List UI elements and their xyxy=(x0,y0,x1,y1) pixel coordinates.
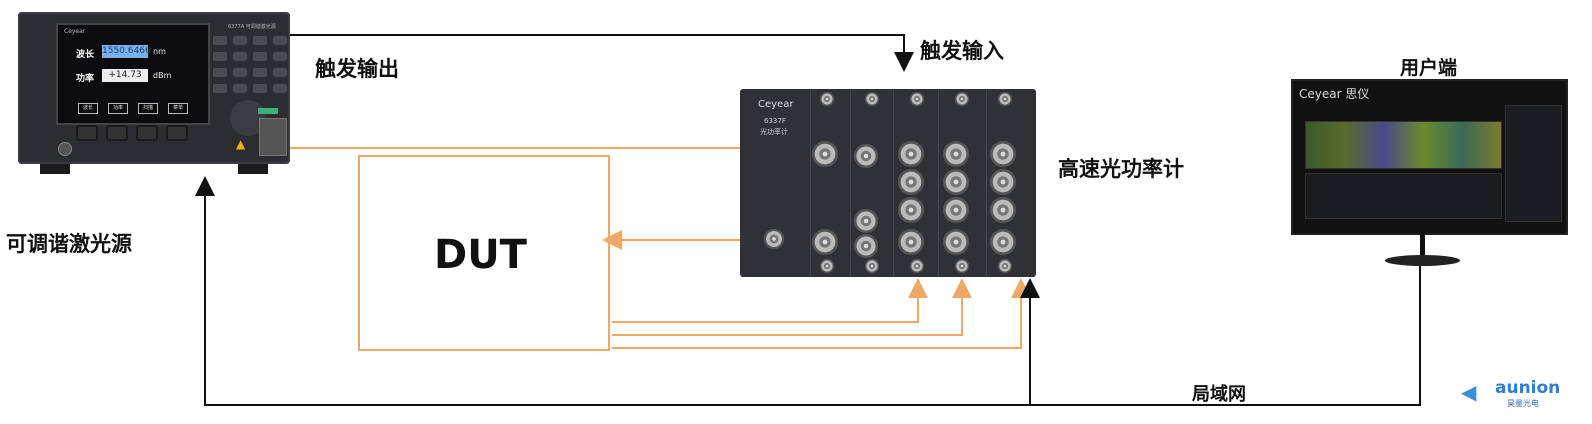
channel-port[interactable] xyxy=(943,169,969,195)
power-button[interactable] xyxy=(58,142,72,156)
port[interactable] xyxy=(854,209,878,233)
trigger-in-label: 触发输入 xyxy=(920,39,1004,63)
channel-port[interactable] xyxy=(943,141,969,167)
channel-port[interactable] xyxy=(898,141,924,167)
keypad-key[interactable] xyxy=(273,52,287,61)
output-port[interactable] xyxy=(812,229,838,255)
keypad-key[interactable] xyxy=(233,36,247,45)
power-value: +14.73 xyxy=(102,69,148,82)
tunable-laser-device: Ceyear 波长 1550.6466 nm 功率 +14.73 dBm 波长 … xyxy=(18,12,290,174)
softkey[interactable]: 波长 xyxy=(78,103,98,114)
dut-output-1 xyxy=(612,278,928,323)
monitor-stand xyxy=(1420,232,1425,257)
keypad-key[interactable] xyxy=(213,68,227,77)
top-connector[interactable] xyxy=(820,92,834,106)
power-meter-device: Ceyear 6337F 光功率计 xyxy=(740,89,1036,277)
monitor-base xyxy=(1385,255,1460,266)
channel-port[interactable] xyxy=(898,229,924,255)
channel-port[interactable] xyxy=(990,169,1016,195)
dut-label: DUT xyxy=(434,232,527,278)
laser-label: 可调谐激光源 xyxy=(6,232,132,256)
softkey[interactable]: 功率 xyxy=(108,103,128,114)
logo-arrow-icon: ◀ xyxy=(1461,380,1477,404)
bottom-connector[interactable] xyxy=(865,259,879,273)
wavelength-value: 1550.6466 xyxy=(102,45,151,58)
trigger-out-label: 触发输出 xyxy=(315,57,399,81)
meter-name: 光功率计 xyxy=(760,128,788,136)
spectrum-plot xyxy=(1305,121,1502,169)
monitor-side-panel xyxy=(1505,105,1562,222)
monitor-app-brand: Ceyear 思仪 xyxy=(1299,87,1370,101)
hard-key[interactable] xyxy=(136,125,158,141)
user-monitor: Ceyear 思仪 xyxy=(1291,79,1568,235)
channel-port[interactable] xyxy=(943,229,969,255)
channel-port[interactable] xyxy=(990,197,1016,223)
top-connector[interactable] xyxy=(865,92,879,106)
top-connector[interactable] xyxy=(910,92,924,106)
laser-brand: Ceyear xyxy=(64,28,86,35)
dut-output-2 xyxy=(612,278,972,336)
channel-port[interactable] xyxy=(943,197,969,223)
keypad-key[interactable] xyxy=(253,68,267,77)
keypad-key[interactable] xyxy=(273,84,287,93)
keypad-key[interactable] xyxy=(233,68,247,77)
lan-line xyxy=(195,176,1421,406)
keypad-key[interactable] xyxy=(233,52,247,61)
device-foot xyxy=(238,164,268,174)
fiber-output-port xyxy=(259,118,287,156)
softkey[interactable]: 菜单 xyxy=(168,103,188,114)
port[interactable] xyxy=(854,234,878,258)
bottom-connector[interactable] xyxy=(998,259,1012,273)
bottom-connector[interactable] xyxy=(910,259,924,273)
hard-key[interactable] xyxy=(166,125,188,141)
bottom-connector[interactable] xyxy=(820,259,834,273)
keypad-key[interactable] xyxy=(253,84,267,93)
port[interactable] xyxy=(854,144,878,168)
keypad-key[interactable] xyxy=(213,52,227,61)
top-connector[interactable] xyxy=(955,92,969,106)
output-indicator xyxy=(258,108,278,114)
dut-output-3 xyxy=(612,278,1031,349)
device-foot xyxy=(40,164,70,174)
channel-port[interactable] xyxy=(990,141,1016,167)
channel-port[interactable] xyxy=(898,197,924,223)
input-port[interactable] xyxy=(812,141,838,167)
wavelength-unit: nm xyxy=(153,47,166,56)
channel-port[interactable] xyxy=(990,229,1016,255)
logo-name: aunion xyxy=(1495,378,1561,398)
bottom-connector[interactable] xyxy=(955,259,969,273)
hard-key[interactable] xyxy=(76,125,98,141)
trigger-line xyxy=(290,34,914,72)
keypad-key[interactable] xyxy=(273,68,287,77)
trace-plot xyxy=(1305,173,1502,219)
meter-brand: Ceyear xyxy=(758,99,794,110)
keypad-key[interactable] xyxy=(253,36,267,45)
dut-box xyxy=(358,155,610,351)
power-unit: dBm xyxy=(153,71,172,80)
laser-model: 6377A 可调谐激光源 xyxy=(228,24,276,30)
softkey[interactable]: 扫描 xyxy=(138,103,158,114)
keypad-key[interactable] xyxy=(213,36,227,45)
laser-warning-icon: ▲ xyxy=(236,137,246,151)
power-meter-label: 高速光功率计 xyxy=(1058,157,1184,181)
user-terminal-label: 用户端 xyxy=(1400,57,1458,79)
meter-knob[interactable] xyxy=(764,229,784,249)
wavelength-label: 波长 xyxy=(76,50,95,60)
laser-screen: Ceyear 波长 1550.6466 nm 功率 +14.73 dBm 波长 … xyxy=(56,23,210,125)
top-connector[interactable] xyxy=(998,92,1012,106)
hard-key[interactable] xyxy=(106,125,128,141)
meter-model: 6337F xyxy=(764,117,786,125)
lan-label: 局域网 xyxy=(1192,384,1246,405)
keypad-key[interactable] xyxy=(273,36,287,45)
keypad-key[interactable] xyxy=(213,84,227,93)
keypad-key[interactable] xyxy=(233,84,247,93)
channel-port[interactable] xyxy=(898,169,924,195)
logo-subtitle: 昊量光电 xyxy=(1507,399,1539,408)
power-label: 功率 xyxy=(76,74,95,84)
keypad-key[interactable] xyxy=(253,52,267,61)
